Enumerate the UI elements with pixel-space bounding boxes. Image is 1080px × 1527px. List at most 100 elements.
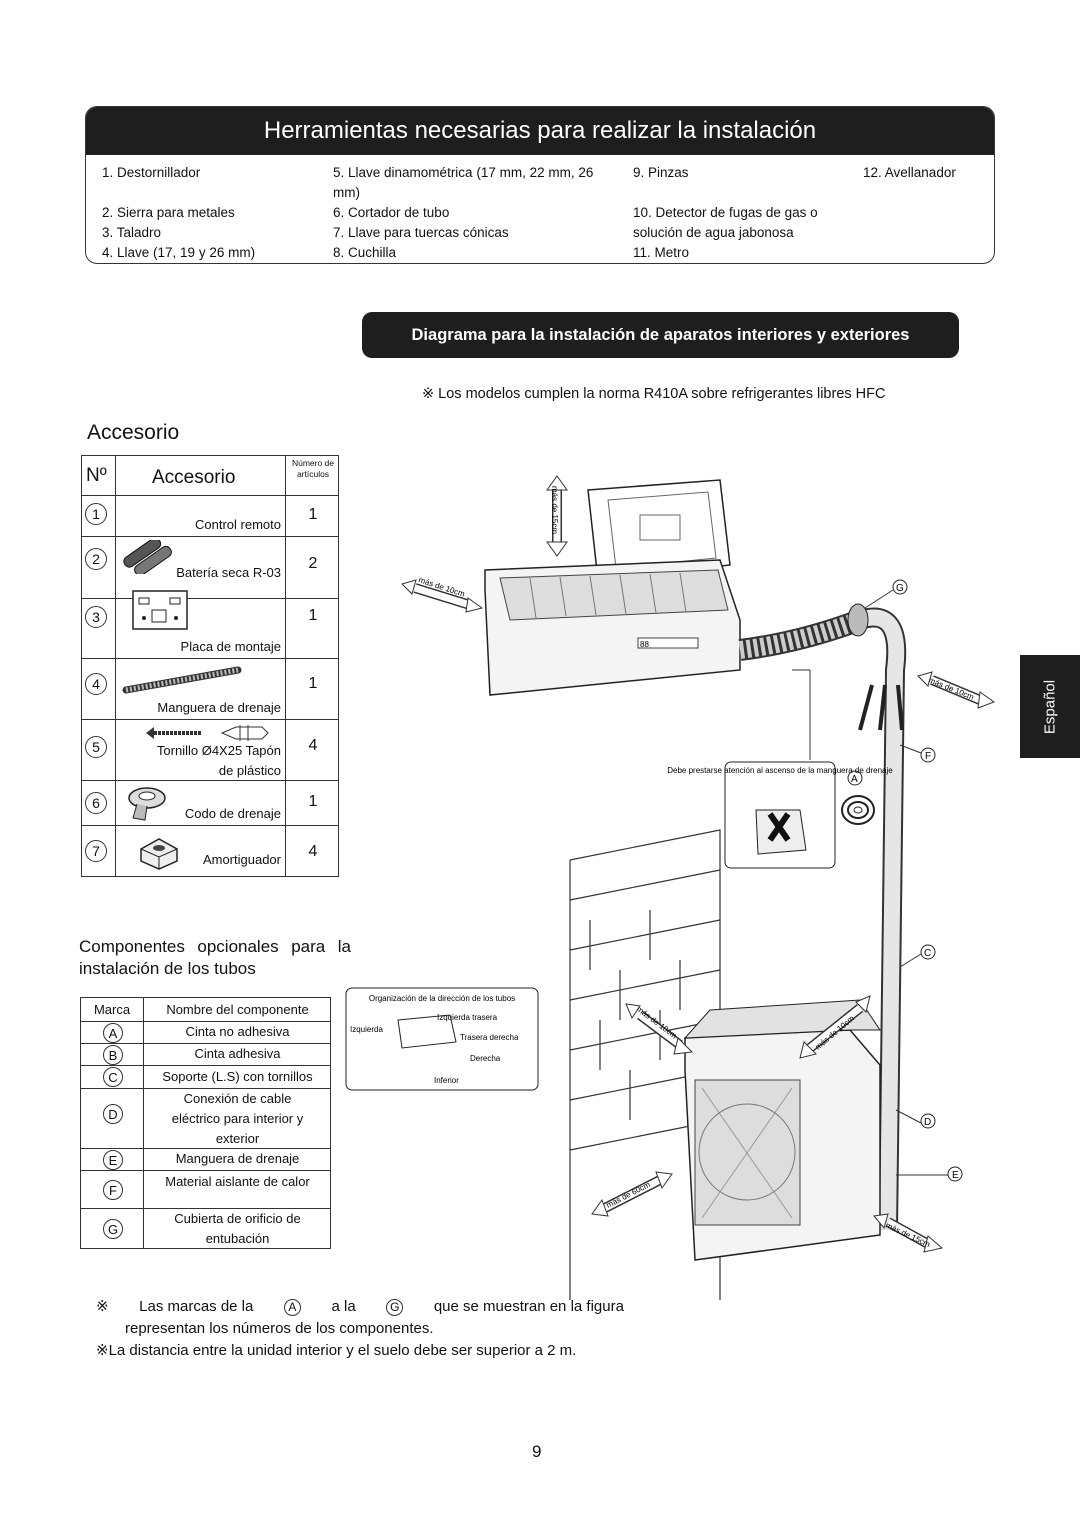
hfc-note: ※ Los modelos cumplen la norma R410A sob… [422, 386, 886, 402]
dir-left-rear: Izquierda trasera [437, 1013, 498, 1022]
row-number: 7 [85, 840, 107, 862]
pipe-direction-title: Organización de la dirección de los tubo… [369, 994, 515, 1003]
note-distance: ※La distancia entre la unidad interior y… [96, 1342, 577, 1359]
clearance-label-top: más de 15cm [550, 486, 559, 534]
accessory-name: Tornillo Ø4X25 Tapón [156, 743, 281, 758]
component-name: Material aislante de calor [165, 1174, 310, 1189]
accessory-table: Nº Accesorio Número de artículos 1 Contr… [81, 455, 339, 877]
damper-icon [140, 838, 178, 870]
marker-c: C [924, 948, 931, 959]
mark-g: G [103, 1219, 123, 1239]
note-marks: ※ Las marcas de la A a la G que se muest… [96, 1296, 624, 1340]
accessory-qty: 4 [308, 737, 318, 754]
diagram-markers: G F A C D E [847, 579, 963, 1182]
row-number: 4 [85, 673, 107, 695]
marker-d: D [924, 1117, 931, 1128]
drain-elbow-icon [128, 787, 166, 821]
mark-b: B [103, 1045, 123, 1065]
tool-item: 3. Taladro [102, 225, 162, 240]
row-number: 3 [85, 606, 107, 628]
component-name: Soporte (L.S) con tornillos [162, 1069, 313, 1084]
mark-c: C [103, 1067, 123, 1087]
accessory-name: Placa de montaje [180, 639, 281, 654]
outdoor-unit-drawing [683, 999, 881, 1261]
tools-box: Herramientas necesarias para realizar la… [85, 106, 995, 264]
accessory-name: Amortiguador [202, 852, 281, 867]
drain-warning-text: Debe prestarse atención al ascenso de la… [667, 766, 893, 775]
tool-item: 11. Metro [633, 245, 690, 260]
row-number: 2 [85, 548, 107, 570]
accessory-name: Batería seca R-03 [176, 565, 281, 580]
pipe-bundle [738, 603, 907, 1231]
tool-item: 9. Pinzas [633, 165, 689, 180]
tool-item: 8. Cuchilla [333, 245, 397, 260]
dir-left: Izquierda [350, 1025, 383, 1034]
clearance-label-right-top: más de 10cm [927, 676, 975, 702]
component-name: Cinta adhesiva [194, 1046, 281, 1061]
marker-g: G [896, 583, 904, 594]
unit-display: 88 [640, 640, 649, 649]
clearance-label-bottom: más de 15cm [884, 1221, 932, 1250]
clearance-arrow-left: más de 10cm [401, 575, 484, 613]
accessory-name-line2: de plástico [218, 763, 281, 778]
mark-g-inline: G [386, 1298, 404, 1316]
drain-hose-icon [122, 666, 242, 694]
tool-item: 12. Avellanador [863, 165, 956, 180]
accessory-qty: 1 [308, 793, 318, 810]
tape-roll-a [841, 795, 875, 825]
note-marker: ※ [96, 1298, 109, 1315]
clearance-arrow-right-top: más de 10cm [917, 671, 996, 709]
clearance-arrow-bottom: más de 15cm [873, 1213, 944, 1253]
component-name: Conexión de cable eléctrico para interio… [171, 1091, 304, 1146]
tool-item: 5. Llave dinamométrica (17 mm, 22 mm, 26… [333, 165, 594, 200]
accessory-qty: 4 [308, 843, 318, 860]
accessory-section-title: Accesorio [87, 421, 180, 444]
components-table: Marca Nombre del componente A Cinta no a… [80, 997, 331, 1249]
component-name: Cubierta de orificio de entubación [174, 1211, 301, 1246]
screw-and-plug-icon [146, 725, 269, 741]
battery-icon [123, 540, 172, 574]
clearance-label-60: más de 60cm [605, 1180, 652, 1210]
tools-title: Herramientas necesarias para realizar la… [86, 107, 994, 155]
language-tab: Español [1020, 655, 1080, 758]
mark-f: F [103, 1180, 123, 1200]
accessory-qty: 1 [308, 506, 318, 523]
drain-warning-box: Debe prestarse atención al ascenso de la… [667, 669, 893, 869]
note-text: representan los números de los component… [125, 1320, 434, 1337]
component-name: Cinta no adhesiva [185, 1024, 290, 1039]
indoor-unit-drawing: 88 [484, 559, 741, 696]
tool-item: 4. Llave (17, 19 y 26 mm) [102, 245, 256, 260]
col-mark-header: Marca [93, 1002, 131, 1017]
col-no-header: Nº [86, 465, 107, 486]
mark-e: E [103, 1150, 123, 1170]
marker-f: F [925, 751, 931, 762]
mounting-plate-icon [132, 590, 188, 630]
tool-item: 6. Cortador de tubo [333, 205, 450, 220]
language-tab-label: Español [1041, 679, 1059, 734]
page-number: 9 [532, 1442, 542, 1461]
installation-diagram: más de 15cm 88 más de 10cm G F A C D E [345, 475, 996, 1300]
accessory-name: Codo de drenaje [184, 806, 281, 821]
dir-right: Derecha [470, 1054, 501, 1063]
mark-d: D [103, 1104, 123, 1124]
col-accessory-header: Accesorio [152, 467, 236, 488]
marker-a: A [851, 774, 858, 785]
tool-item: 1. Destornillador [102, 165, 201, 180]
accessory-qty: 1 [308, 607, 318, 624]
row-number: 6 [85, 792, 107, 814]
accessory-qty: 2 [308, 555, 318, 572]
tool-item: 2. Sierra para metales [102, 205, 235, 220]
col-qty-header: Número de artículos [291, 458, 335, 479]
note-text: a la [331, 1298, 356, 1315]
clearance-arrow-outdoor-left: más de 10cm [625, 1003, 694, 1055]
note-text: Las marcas de la [139, 1298, 254, 1315]
components-title: Componentes opcionales para la instalaci… [79, 937, 351, 978]
tool-item: 10. Detector de fugas de gas o solución … [633, 205, 818, 240]
mounting-plate-drawing [587, 479, 731, 581]
row-number: 5 [85, 736, 107, 758]
mark-a: A [103, 1023, 123, 1043]
marker-e: E [952, 1170, 959, 1181]
clearance-arrow-60: más de 60cm [591, 1171, 673, 1217]
accessory-name: Manguera de drenaje [157, 700, 281, 715]
marker-leaders [864, 589, 948, 1176]
